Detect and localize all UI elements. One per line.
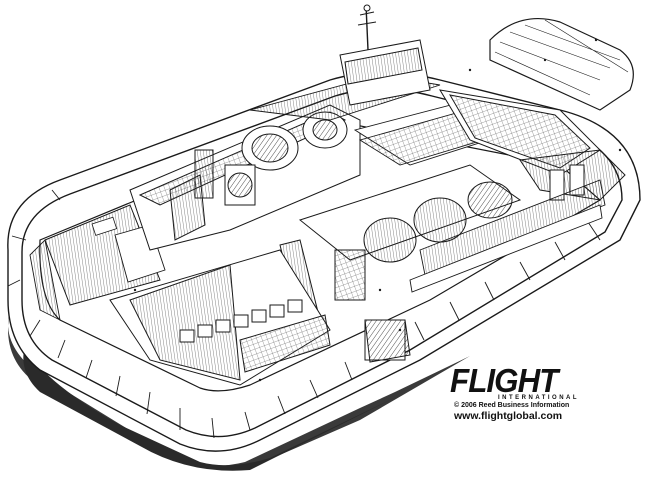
publisher-credit: FLIGHT INTERNATIONAL © 2006 Reed Busines… bbox=[450, 364, 650, 424]
flight-logo: FLIGHT bbox=[450, 362, 558, 399]
bow-ramp bbox=[489, 18, 634, 111]
forward-vehicle-deck bbox=[439, 89, 626, 201]
callout-markers bbox=[133, 38, 622, 382]
flight-logo-subtext: INTERNATIONAL bbox=[498, 395, 580, 401]
website-url[interactable]: www.flightglobal.com bbox=[454, 410, 563, 422]
bridge-cabin bbox=[339, 4, 431, 106]
copyright-text: © 2006 Reed Business Information bbox=[454, 402, 570, 409]
starboard-side-structure bbox=[29, 179, 606, 321]
ground-shadow bbox=[8, 310, 470, 471]
passenger-cabin bbox=[109, 249, 411, 386]
skirt-segments bbox=[7, 189, 601, 439]
engine-machinery bbox=[129, 104, 361, 251]
